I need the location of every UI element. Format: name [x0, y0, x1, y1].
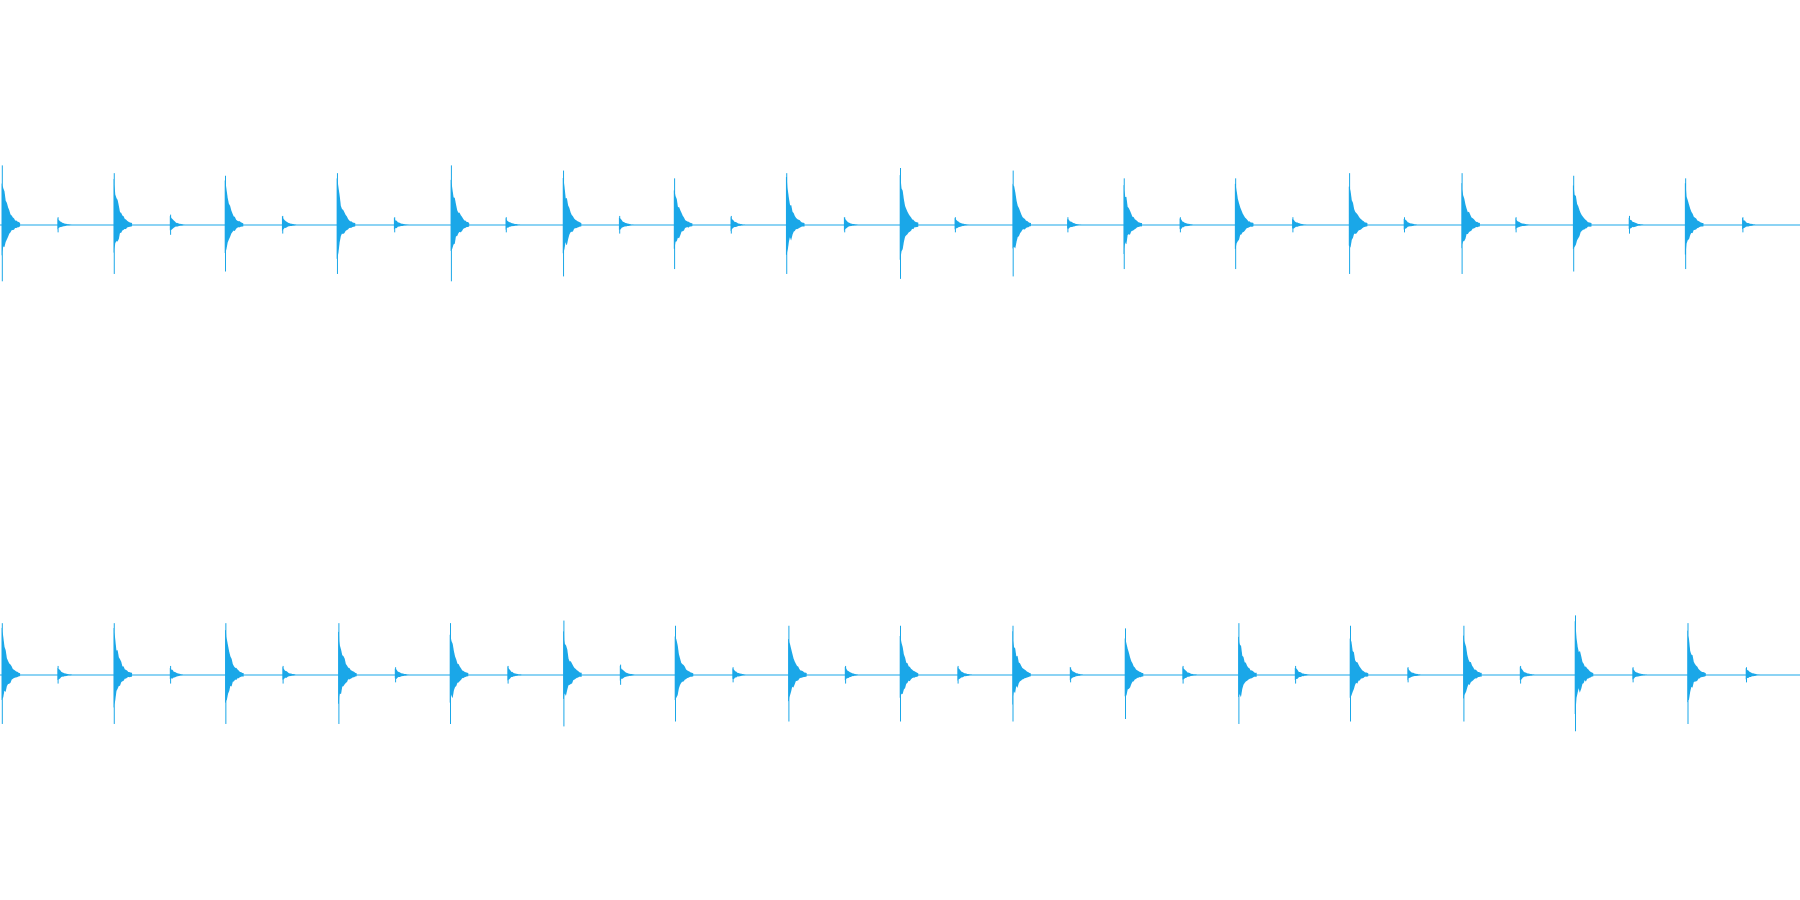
weak-beat-0-7: [843, 217, 859, 231]
strong-beat-1-8: [899, 635, 919, 698]
weak-beat-1-7: [844, 666, 860, 681]
weak-beat-1-8: [957, 667, 972, 681]
weak-beat-1-3: [394, 668, 410, 679]
weak-beat-0-8: [954, 217, 970, 230]
weak-beat-1-2: [282, 667, 297, 680]
weak-beat-1-14: [1632, 667, 1647, 680]
weak-beat-1-5: [619, 665, 635, 681]
weak-beat-0-1: [169, 216, 185, 231]
weak-beat-0-14: [1628, 217, 1644, 229]
weak-beat-0-5: [618, 217, 634, 230]
strong-beat-0-13: [1461, 183, 1480, 249]
strong-beat-1-10: [1124, 638, 1144, 697]
waveform-channel-bottom: [0, 615, 1800, 732]
strong-beat-0-5: [562, 177, 582, 254]
strong-beat-0-7: [785, 177, 805, 255]
strong-beat-1-15: [1687, 630, 1706, 703]
strong-beat-1-2: [225, 630, 244, 704]
weak-beat-1-4: [507, 666, 522, 681]
weak-beat-1-15: [1745, 668, 1761, 680]
strong-beat-1-1: [113, 627, 133, 708]
weak-beat-1-12: [1407, 667, 1422, 681]
strong-beat-1-3: [338, 631, 357, 704]
weak-beat-0-4: [505, 217, 521, 230]
strong-beat-0-3: [336, 178, 356, 259]
strong-beat-1-4: [449, 634, 469, 703]
strong-beat-1-9: [1012, 631, 1031, 705]
strong-beat-1-12: [1349, 638, 1369, 698]
strong-beat-0-8: [899, 175, 919, 260]
strong-beat-1-7: [788, 639, 807, 702]
strong-beat-0-0: [1, 183, 21, 256]
weak-beat-0-9: [1067, 219, 1082, 229]
weak-beat-0-6: [730, 216, 746, 232]
weak-beat-0-11: [1292, 219, 1307, 229]
weak-beat-0-0: [57, 218, 72, 230]
weak-beat-0-15: [1742, 217, 1757, 230]
weak-beat-0-3: [393, 217, 409, 230]
weak-beat-1-1: [169, 667, 185, 679]
strong-beat-0-9: [1012, 183, 1031, 249]
weak-beat-0-2: [281, 216, 297, 231]
strong-beat-1-11: [1238, 636, 1257, 698]
weak-beat-1-0: [57, 667, 72, 681]
weak-beat-1-10: [1182, 666, 1197, 680]
strong-beat-0-4: [450, 179, 470, 252]
strong-beat-1-6: [674, 636, 694, 701]
strong-beat-0-10: [1123, 185, 1143, 255]
strong-beat-1-5: [563, 631, 582, 699]
weak-beat-1-6: [732, 668, 747, 680]
strong-beat-0-2: [224, 180, 244, 254]
strong-beat-1-13: [1463, 635, 1482, 699]
weak-beat-0-12: [1403, 218, 1419, 230]
weak-beat-1-11: [1294, 668, 1310, 680]
strong-beat-0-1: [113, 178, 133, 253]
weak-beat-1-9: [1069, 666, 1085, 681]
weak-beat-0-13: [1515, 217, 1530, 230]
weak-beat-1-13: [1519, 666, 1535, 680]
weak-beat-0-10: [1179, 218, 1195, 230]
strong-beat-0-11: [1234, 183, 1254, 249]
waveform-channel-top: [0, 165, 1800, 282]
strong-beat-0-14: [1572, 185, 1592, 250]
strong-beat-0-12: [1348, 186, 1368, 248]
strong-beat-0-15: [1684, 183, 1704, 255]
strong-beat-1-0: [1, 627, 21, 701]
strong-beat-0-6: [673, 190, 693, 249]
strong-beat-1-14: [1574, 621, 1594, 714]
